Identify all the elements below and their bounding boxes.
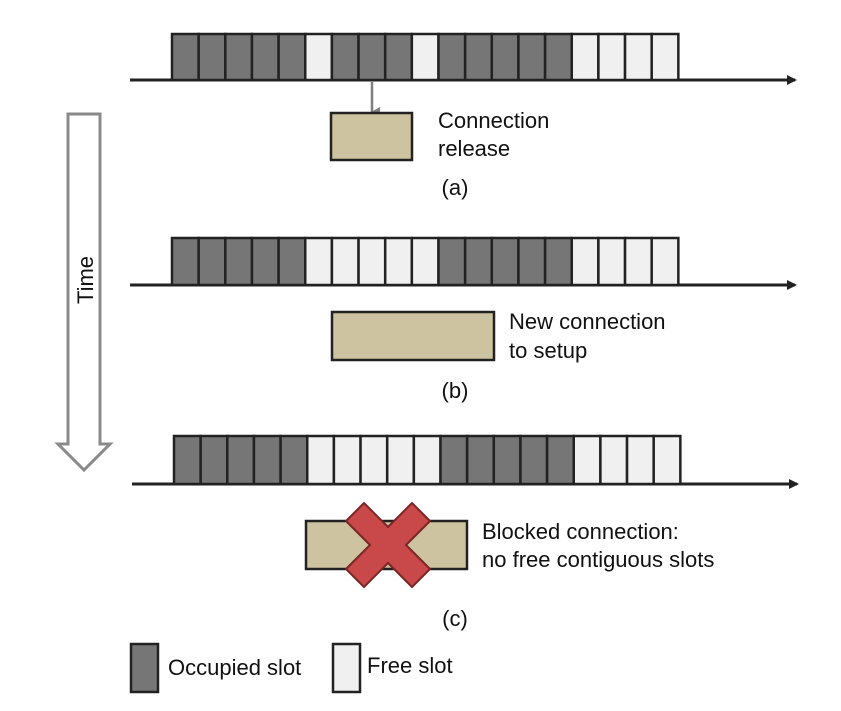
occupied-slot (463, 32, 494, 82)
free-slot (304, 32, 334, 82)
free-slot (383, 236, 414, 287)
free-slot (625, 434, 655, 486)
occupied-slot (330, 32, 360, 82)
panel-b: New connection to setup (b) (130, 236, 797, 403)
occupied-slot (543, 32, 573, 82)
occupied-slot (517, 32, 547, 82)
occupied-slot (519, 434, 549, 486)
free-slot (623, 236, 653, 287)
occupied-slot (279, 434, 309, 486)
free-slot (410, 236, 440, 287)
occupied-slot (437, 236, 467, 287)
time-arrow: Time (54, 112, 114, 473)
free-slot (306, 434, 336, 486)
slot-row-a (170, 32, 680, 82)
free-slot (597, 32, 627, 82)
free-slot (652, 434, 682, 486)
legend-occupied-label: Occupied slot (168, 655, 301, 680)
legend-occupied-swatch (129, 642, 160, 694)
occupied-slot (224, 32, 254, 82)
free-slot (650, 236, 680, 287)
occupied-slot (250, 236, 280, 287)
occupied-slot (250, 32, 280, 82)
caption-c: (c) (442, 606, 468, 631)
legend-free-swatch (331, 642, 362, 694)
occupied-slot (252, 434, 282, 486)
free-slot (570, 236, 600, 287)
occupied-slot (383, 32, 414, 82)
connection-release-label-line2: release (438, 136, 510, 161)
occupied-slot (226, 434, 256, 486)
free-slot (330, 236, 360, 287)
occupied-slot (492, 434, 522, 486)
occupied-slot (170, 236, 200, 287)
caption-b: (b) (442, 378, 469, 403)
free-slot (332, 434, 362, 486)
free-slot (359, 434, 389, 486)
occupied-slot (439, 434, 469, 486)
occupied-slot (197, 32, 227, 82)
occupied-slot (277, 236, 307, 287)
time-label: Time (73, 256, 98, 304)
occupied-slot (437, 32, 467, 82)
new-connection-label-line1: New connection (509, 309, 666, 334)
blocked-connection-label-line1: Blocked connection: (482, 519, 679, 544)
occupied-slot (543, 236, 573, 287)
occupied-slot (490, 32, 520, 82)
slot-row-b (170, 236, 680, 287)
free-slot (623, 32, 653, 82)
occupied-slot (465, 434, 496, 486)
occupied-slot (197, 236, 227, 287)
free-slot (572, 434, 602, 486)
connection-release-box (329, 111, 414, 162)
occupied-slot (170, 32, 200, 82)
occupied-slot (545, 434, 575, 486)
occupied-slot (463, 236, 494, 287)
panel-c: Blocked connection: no free contiguous s… (132, 434, 799, 631)
legend: Occupied slot Free slot (129, 642, 453, 694)
panel-a: Connection release (a) (130, 32, 797, 200)
blocked-connection-label-line2: no free contiguous slots (482, 547, 714, 572)
blocked-cross-icon (345, 502, 431, 588)
free-slot (597, 236, 627, 287)
free-slot (410, 32, 440, 82)
free-slot (650, 32, 680, 82)
legend-free-label: Free slot (367, 653, 453, 678)
occupied-slot (490, 236, 520, 287)
free-slot (412, 434, 442, 486)
new-connection-label-line2: to setup (509, 338, 587, 363)
free-slot (570, 32, 600, 82)
occupied-slot (224, 236, 254, 287)
free-slot (357, 236, 387, 287)
occupied-slot (277, 32, 307, 82)
time-arrow-shape (54, 112, 114, 473)
occupied-slot (357, 32, 387, 82)
occupied-slot (199, 434, 229, 486)
free-slot (385, 434, 416, 486)
free-slot (599, 434, 629, 486)
slot-row-c (172, 434, 682, 486)
caption-a: (a) (442, 175, 469, 200)
free-slot (304, 236, 334, 287)
new-connection-box (330, 310, 496, 362)
occupied-slot (172, 434, 202, 486)
connection-release-label-line1: Connection (438, 108, 549, 133)
occupied-slot (517, 236, 547, 287)
